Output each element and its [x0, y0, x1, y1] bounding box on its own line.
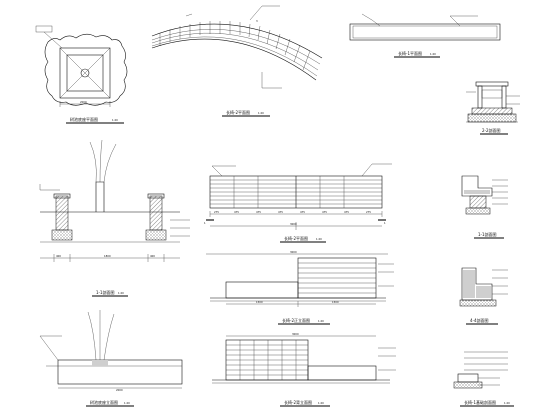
tree-pool-plan-title: 树池底座平面图: [70, 116, 98, 122]
bench-2-slat-plan-view: 275 475 475 475 475 475 475 275 1 1 3000…: [204, 163, 392, 243]
bench-1-base-title: 长椅-1基础剖面图: [464, 399, 496, 405]
bench-2-back-elev-title: 长椅-2背立面图: [284, 399, 312, 405]
arc-bench-plan-view: 3 长椅-2平面图 1:20: [151, 5, 323, 117]
front-elev-dim-b: 1500: [332, 300, 339, 304]
bench-2-front-elev-title: 长椅-2正立面图: [282, 317, 310, 323]
bench-1-plan-scale: 1:20: [430, 52, 436, 56]
bench-2-plan-dim-7: 475: [344, 210, 349, 214]
bench-2-back-elevation-view: 3000 长椅-2背立面图 1:20: [212, 332, 396, 407]
tree-pool-plan-view: 2000 树池底座平面图 1:20: [35, 25, 128, 124]
bench-2-plan-dim-1: 275: [214, 210, 219, 214]
section-4-4-title: 4-4剖面图: [470, 317, 489, 323]
section-1-1-dim-right: 400: [150, 254, 155, 258]
arc-bench-slats: [159, 21, 311, 71]
front-elev-dim-total: 3000: [290, 250, 297, 254]
section-1-1-dim-mid: 1800: [104, 254, 111, 258]
arc-bench-marker: 3: [256, 19, 258, 23]
bench-2-plan-dim-2: 475: [234, 210, 239, 214]
tree-pool-elev-title: 树池底座立面图: [90, 399, 118, 405]
bench-2-plan-dim-total: 3000: [290, 222, 297, 226]
section-1-1-right-title: 1-1剖面图: [478, 231, 497, 237]
bench-1-plan-view: 长椅-1平面图 1:20: [349, 13, 501, 58]
bench-1-base-scale: 1:20: [504, 401, 510, 405]
section-1-1-tree-pool-view: 400 1800 400 1-1剖面图 1:20: [39, 139, 190, 297]
bench-2-back-elev-scale: 1:20: [318, 401, 324, 405]
section-1-1-left-title: 1-1剖面图: [96, 289, 115, 295]
front-elev-dim-a: 1500: [256, 300, 263, 304]
section-1-1-bench-view: 1-1剖面图: [461, 175, 508, 239]
section-marker-1a: 1: [204, 221, 206, 225]
tree-pool-elevation-view: 2000 树池底座立面图 1:20: [39, 310, 183, 407]
arc-bench-plan-title: 长椅-2平面图: [226, 109, 250, 115]
bench-2-front-elev-scale: 1:20: [318, 319, 324, 323]
bench-1-base-section-view: 长椅-1基础剖面图 1:20: [453, 351, 514, 407]
bench-2-plan-b-scale: 1:20: [316, 237, 322, 241]
tree-pool-elev-dim: 2000: [116, 388, 123, 392]
tree-pool-elev-scale: 1:20: [124, 401, 130, 405]
bench-2-plan-dim-5: 475: [300, 210, 305, 214]
section-2-2-view: 2-2剖面图: [466, 81, 520, 135]
bench-2-plan-dim-8: 275: [366, 210, 371, 214]
bench-2-plan-dim-6: 475: [322, 210, 327, 214]
bench-2-plan-b-title: 长椅-2平面图: [284, 235, 308, 241]
section-2-2-title: 2-2剖面图: [482, 127, 501, 133]
tree-pool-plan-dim-width: 2000: [80, 100, 87, 104]
section-1-1-left-scale: 1:20: [118, 291, 124, 295]
section-marker-1b: 1: [384, 221, 386, 225]
bench-2-plan-dim-4: 475: [278, 210, 283, 214]
back-elev-dim-total: 3000: [292, 332, 299, 336]
bench-2-plan-dim-3: 475: [256, 210, 261, 214]
arc-bench-plan-scale: 1:20: [258, 111, 264, 115]
section-4-4-view: 4-4剖面图: [459, 267, 508, 325]
bench-2-front-elevation-view: 3000 1500 1500 长椅-2正立面图 1:20: [206, 250, 394, 325]
bench-1-plan-title: 长椅-1平面图: [398, 50, 422, 56]
section-1-1-dim-left: 400: [56, 254, 61, 258]
tree-pool-plan-scale: 1:20: [112, 118, 118, 122]
